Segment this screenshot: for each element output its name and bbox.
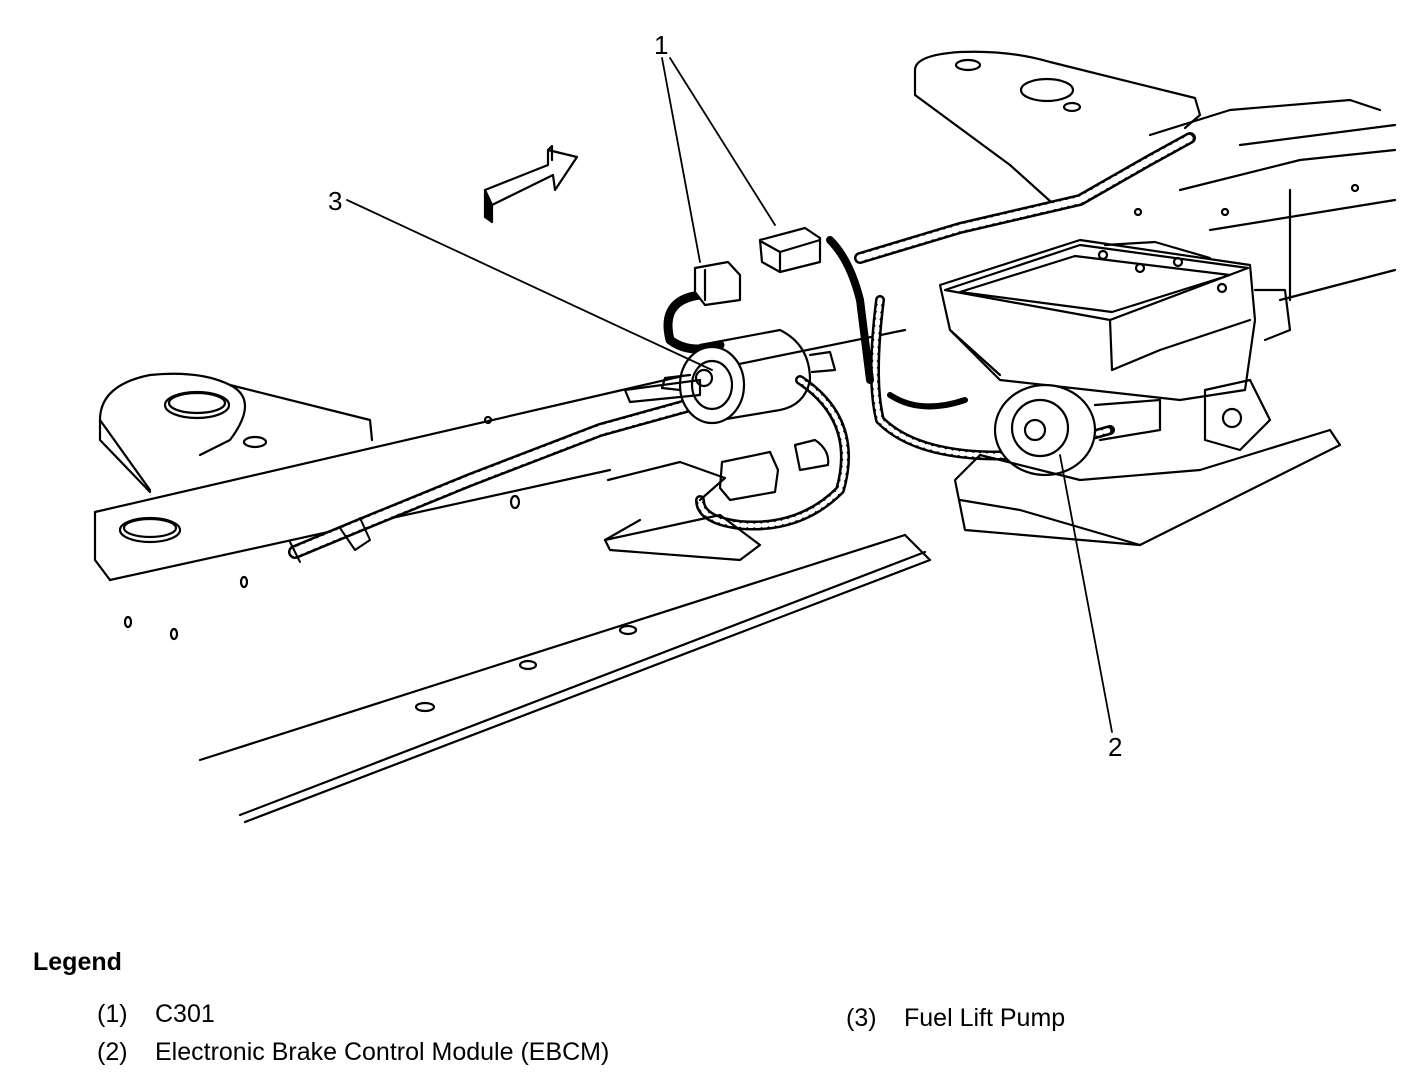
legend-number: (2) <box>97 1038 128 1066</box>
fuel-lift-pump <box>623 328 837 425</box>
frame-holes <box>123 183 1360 713</box>
callout-3: 3 <box>328 186 342 216</box>
ebcm-module <box>938 238 1342 547</box>
frame-rail <box>93 328 932 824</box>
legend-heading: Legend <box>33 948 122 976</box>
callout-2: 2 <box>1108 732 1122 762</box>
legend-item-3: (3) Fuel Lift Pump <box>846 1004 1065 1033</box>
callout-1: 1 <box>654 30 668 60</box>
legend-number: (3) <box>846 1004 877 1032</box>
right-crossmember <box>913 50 1397 302</box>
c301-connectors <box>693 226 830 502</box>
component-location-diagram: 1 3 2 <box>93 30 1397 824</box>
legend-item-1: (1) C301 <box>97 1000 215 1029</box>
forward-arrow-icon <box>483 144 579 224</box>
legend-label: Electronic Brake Control Module (EBCM) <box>155 1038 610 1066</box>
legend-item-2: (2) Electronic Brake Control Module (EBCM… <box>97 1038 609 1067</box>
left-crossmember <box>98 372 374 544</box>
mounting-brackets <box>603 460 762 562</box>
legend-label: Fuel Lift Pump <box>904 1004 1066 1032</box>
legend-label: C301 <box>155 1000 215 1028</box>
legend-number: (1) <box>97 1000 128 1028</box>
leader-lines <box>346 57 1113 733</box>
